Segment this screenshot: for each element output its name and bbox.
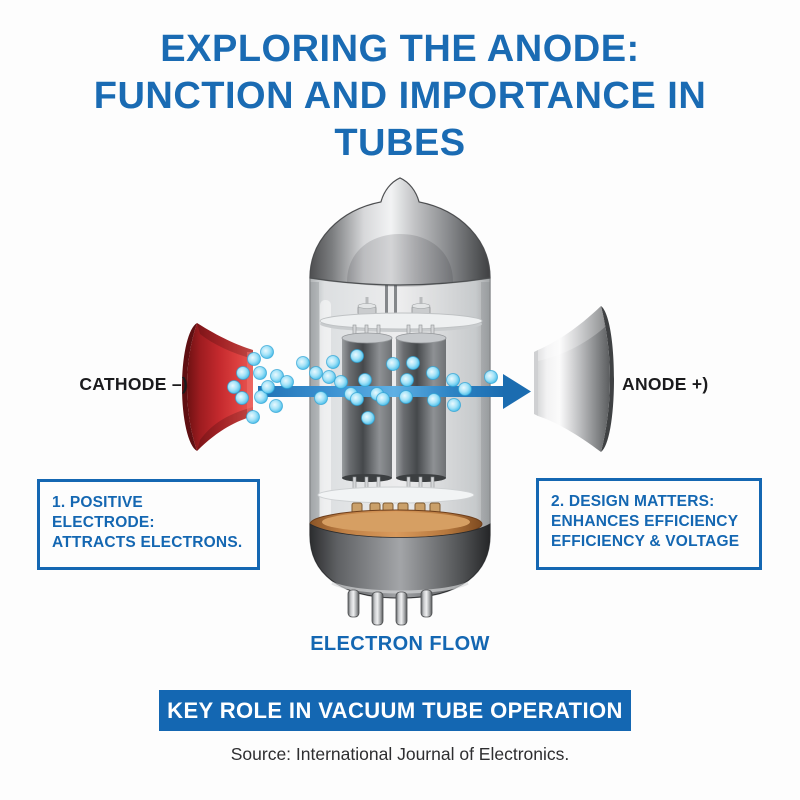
key-role-banner: KEY ROLE IN VACUUM TUBE OPERATION [159,690,631,731]
arrow-head [503,374,531,409]
electron-particle [447,398,461,412]
electron-particle [376,392,390,406]
electron-particle [400,373,414,387]
electron-particle [350,392,364,406]
cathode-mouth-highlight [247,352,253,414]
electron-particle [427,393,441,407]
anode-label: ANODE +) [622,374,709,394]
dome-seam [309,277,491,286]
electron-particle [254,390,268,404]
electron-particle [261,380,275,394]
electron-particle [399,390,413,404]
electron-particle [484,370,498,384]
anode-horn [534,306,614,452]
electron-particle [269,399,283,413]
electron-particle [426,366,440,380]
electron-particle [235,391,249,405]
cathode-body [187,323,253,451]
electron-particle [350,349,364,363]
page-title-line-2: FUNCTION AND IMPORTANCE IN [93,75,707,117]
anode-body [538,306,610,452]
electrode-cylinder-right [395,332,447,482]
electron-particle [406,356,420,370]
cathode-label: CATHODE –) [79,374,188,394]
dome-inner-shadow [347,234,453,287]
electron-particle [247,352,261,366]
anode-mouth-face [534,350,538,416]
tube-bottom-pins [347,589,433,626]
callout-right-line-1: 2. DESIGN MATTERS: [551,493,715,510]
callout-positive-electrode: 1. POSITIVE ELECTRODE: ATTRACTS ELECTRON… [37,479,260,570]
cathode-bottom-shade [197,407,253,451]
electron-particle [227,380,241,394]
electron-particle [386,357,400,371]
top-mica-disc [319,312,483,330]
electron-particle [246,410,260,424]
callout-left-line-3: ATTRACTS ELECTRONS. [52,534,243,551]
callout-right-line-3: EFFICIENCY & VOLTAGE [551,533,740,550]
glass-left-shade [310,282,319,534]
electron-particle [260,345,274,359]
electron-particle [296,356,310,370]
callout-left-line-1: 1. POSITIVE [52,494,143,511]
center-rod-right [394,282,397,320]
electron-particle [458,382,472,396]
electron-particle [253,366,267,380]
electron-particle [326,355,340,369]
callout-left-line-2: ELECTRODE: [52,514,155,531]
page-title-line-3: TUBES [334,122,466,164]
glass-left-highlight [320,300,331,525]
cathode-top-shade [197,323,253,359]
electron-particle [334,375,348,389]
anode-rim [601,306,614,452]
glass-right-shade [481,282,490,534]
tube-interior [309,282,491,599]
tube-bottom-bowl [309,523,491,599]
callout-right-line-2: ENHANCES EFFICIENCY [551,513,739,530]
anode-top-shade [538,306,605,361]
source-credit: Source: International Journal of Electro… [230,744,570,764]
electron-particle [314,391,328,405]
electron-particle [280,375,294,389]
page-title: EXPLORING THE ANODE: FUNCTION AND IMPORT… [0,26,800,167]
electron-particle [361,411,375,425]
electron-particle [309,366,323,380]
electrons-group [227,345,498,425]
page-title-line-1: EXPLORING THE ANODE: [160,28,640,70]
tube-chrome-dome [309,177,491,287]
electron-particle [322,370,336,384]
electron-flow-label: ELECTRON FLOW [310,633,490,655]
cathode-horn [182,323,253,451]
cathode-rim [182,323,197,451]
electron-particle [358,373,372,387]
copper-base-disc-inner [322,512,470,532]
center-rod-left [385,282,388,320]
electron-particle [446,373,460,387]
electron-particle [236,366,250,380]
electrode-cylinder-left [341,332,393,482]
callout-design-matters: 2. DESIGN MATTERS: ENHANCES EFFICIENCY E… [536,478,762,570]
bottom-mica-disc [317,486,475,504]
